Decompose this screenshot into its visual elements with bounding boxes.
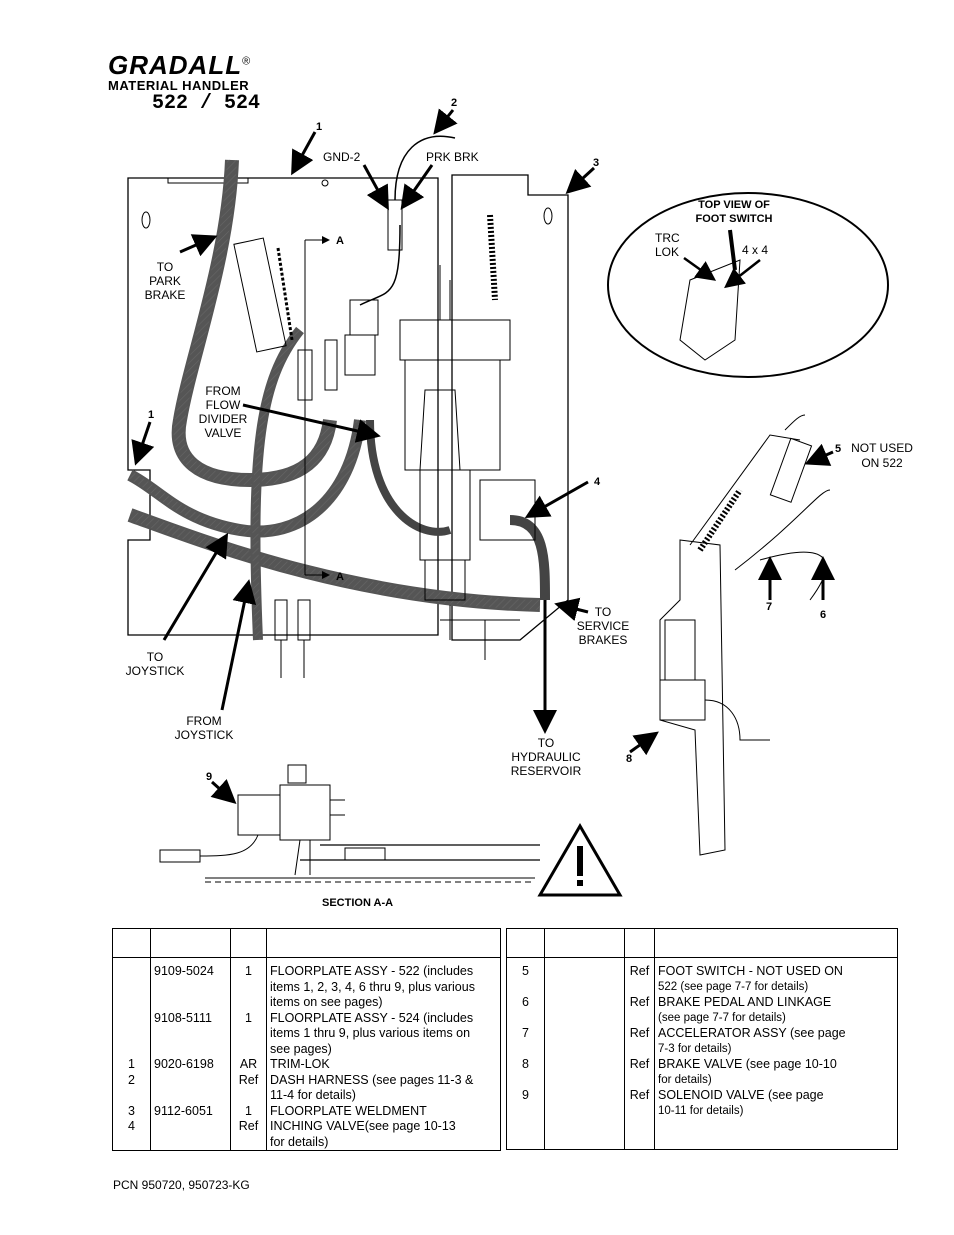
top-view-title-1: TOP VIEW OF [698, 199, 770, 211]
floorplate-diagram: A A TOP VIEW OF FOOT SWITCH TRC LOK 4 x … [126, 97, 913, 897]
from-flow-divider-3: DIVIDER [199, 412, 248, 426]
callout-9: 9 [206, 771, 212, 783]
brand-logo: GRADALL® [108, 50, 251, 81]
leader-arrows [131, 108, 835, 805]
section-aa-view [159, 764, 540, 883]
four-by-four-label: 4 x 4 [742, 243, 768, 257]
table-row: 6 Ref BRAKE PEDAL AND LINKAGE(see page 7… [506, 995, 898, 1026]
brand-subtitle: MATERIAL HANDLER [108, 78, 250, 93]
prk-brk-label: PRK BRK [426, 150, 479, 164]
warning-icon [537, 823, 623, 897]
table-row: 9109-5024 1 FLOORPLATE ASSY - 522 (inclu… [112, 964, 501, 1011]
parts-table-left: 9109-5024 1 FLOORPLATE ASSY - 522 (inclu… [112, 928, 501, 1151]
from-flow-divider-2: FLOW [206, 398, 241, 412]
pcn-footer: PCN 950720, 950723-KG [113, 1178, 250, 1192]
hoses [127, 159, 550, 641]
callout-8: 8 [626, 753, 632, 765]
to-service-brakes-1: TO [595, 605, 611, 619]
callout-2: 2 [451, 97, 457, 109]
to-hydraulic-reservoir-3: RESERVOIR [511, 764, 582, 778]
from-flow-divider-1: FROM [205, 384, 240, 398]
callout-1-left: 1 [148, 409, 154, 421]
foot-switch-top-view [607, 192, 889, 378]
pedal-assembly [659, 414, 831, 856]
table-row: 1 9020-6198 AR TRIM-LOK [112, 1057, 501, 1073]
to-hydraulic-reservoir-2: HYDRAULIC [511, 750, 581, 764]
section-marker-line [304, 236, 330, 579]
callout-1-top: 1 [316, 121, 322, 133]
gnd2-label: GND-2 [323, 150, 361, 164]
table-row: 3 9112-6051 1 FLOORPLATE WELDMENT [112, 1103, 501, 1119]
not-used-1: NOT USED [851, 441, 913, 455]
section-aa-title: SECTION A-A [322, 897, 394, 909]
to-hydraulic-reservoir-1: TO [538, 736, 554, 750]
from-joystick-1: FROM [186, 714, 221, 728]
from-joystick-2: JOYSTICK [175, 728, 234, 742]
callout-4: 4 [594, 476, 601, 488]
to-park-brake-3: BRAKE [145, 288, 186, 302]
callout-3: 3 [593, 157, 599, 169]
registered-mark: ® [242, 55, 252, 68]
callout-5: 5 [835, 443, 841, 455]
top-view-title-2: FOOT SWITCH [696, 213, 773, 225]
to-service-brakes-3: BRAKES [579, 633, 628, 647]
to-joystick-1: TO [147, 650, 163, 664]
brand-name: GRADALL [108, 50, 243, 80]
table-row: 9108-5111 1 FLOORPLATE ASSY - 524 (inclu… [112, 1010, 501, 1057]
lok-label: LOK [655, 245, 679, 259]
park-brake-assembly [233, 237, 338, 401]
not-used-2: ON 522 [861, 456, 903, 470]
to-park-brake-2: PARK [149, 274, 181, 288]
dash-harness [359, 135, 456, 306]
to-park-brake-1: TO [157, 260, 173, 274]
section-marker-bottom: A [336, 571, 344, 583]
to-joystick-2: JOYSTICK [126, 664, 185, 678]
inching-valve-assembly [274, 214, 547, 690]
section-marker-top: A [336, 235, 344, 247]
callout-6: 6 [820, 609, 826, 621]
callout-7: 7 [766, 601, 772, 613]
floorplate-right-panel [451, 174, 569, 641]
trc-label: TRC [655, 231, 680, 245]
from-flow-divider-4: VALVE [205, 426, 242, 440]
table-row: 2 Ref DASH HARNESS (see pages 11-3 &11-4… [112, 1072, 501, 1104]
floorplate-left-panel [127, 177, 439, 636]
to-service-brakes-2: SERVICE [577, 619, 629, 633]
model-number: 522 / 524 [152, 92, 261, 115]
